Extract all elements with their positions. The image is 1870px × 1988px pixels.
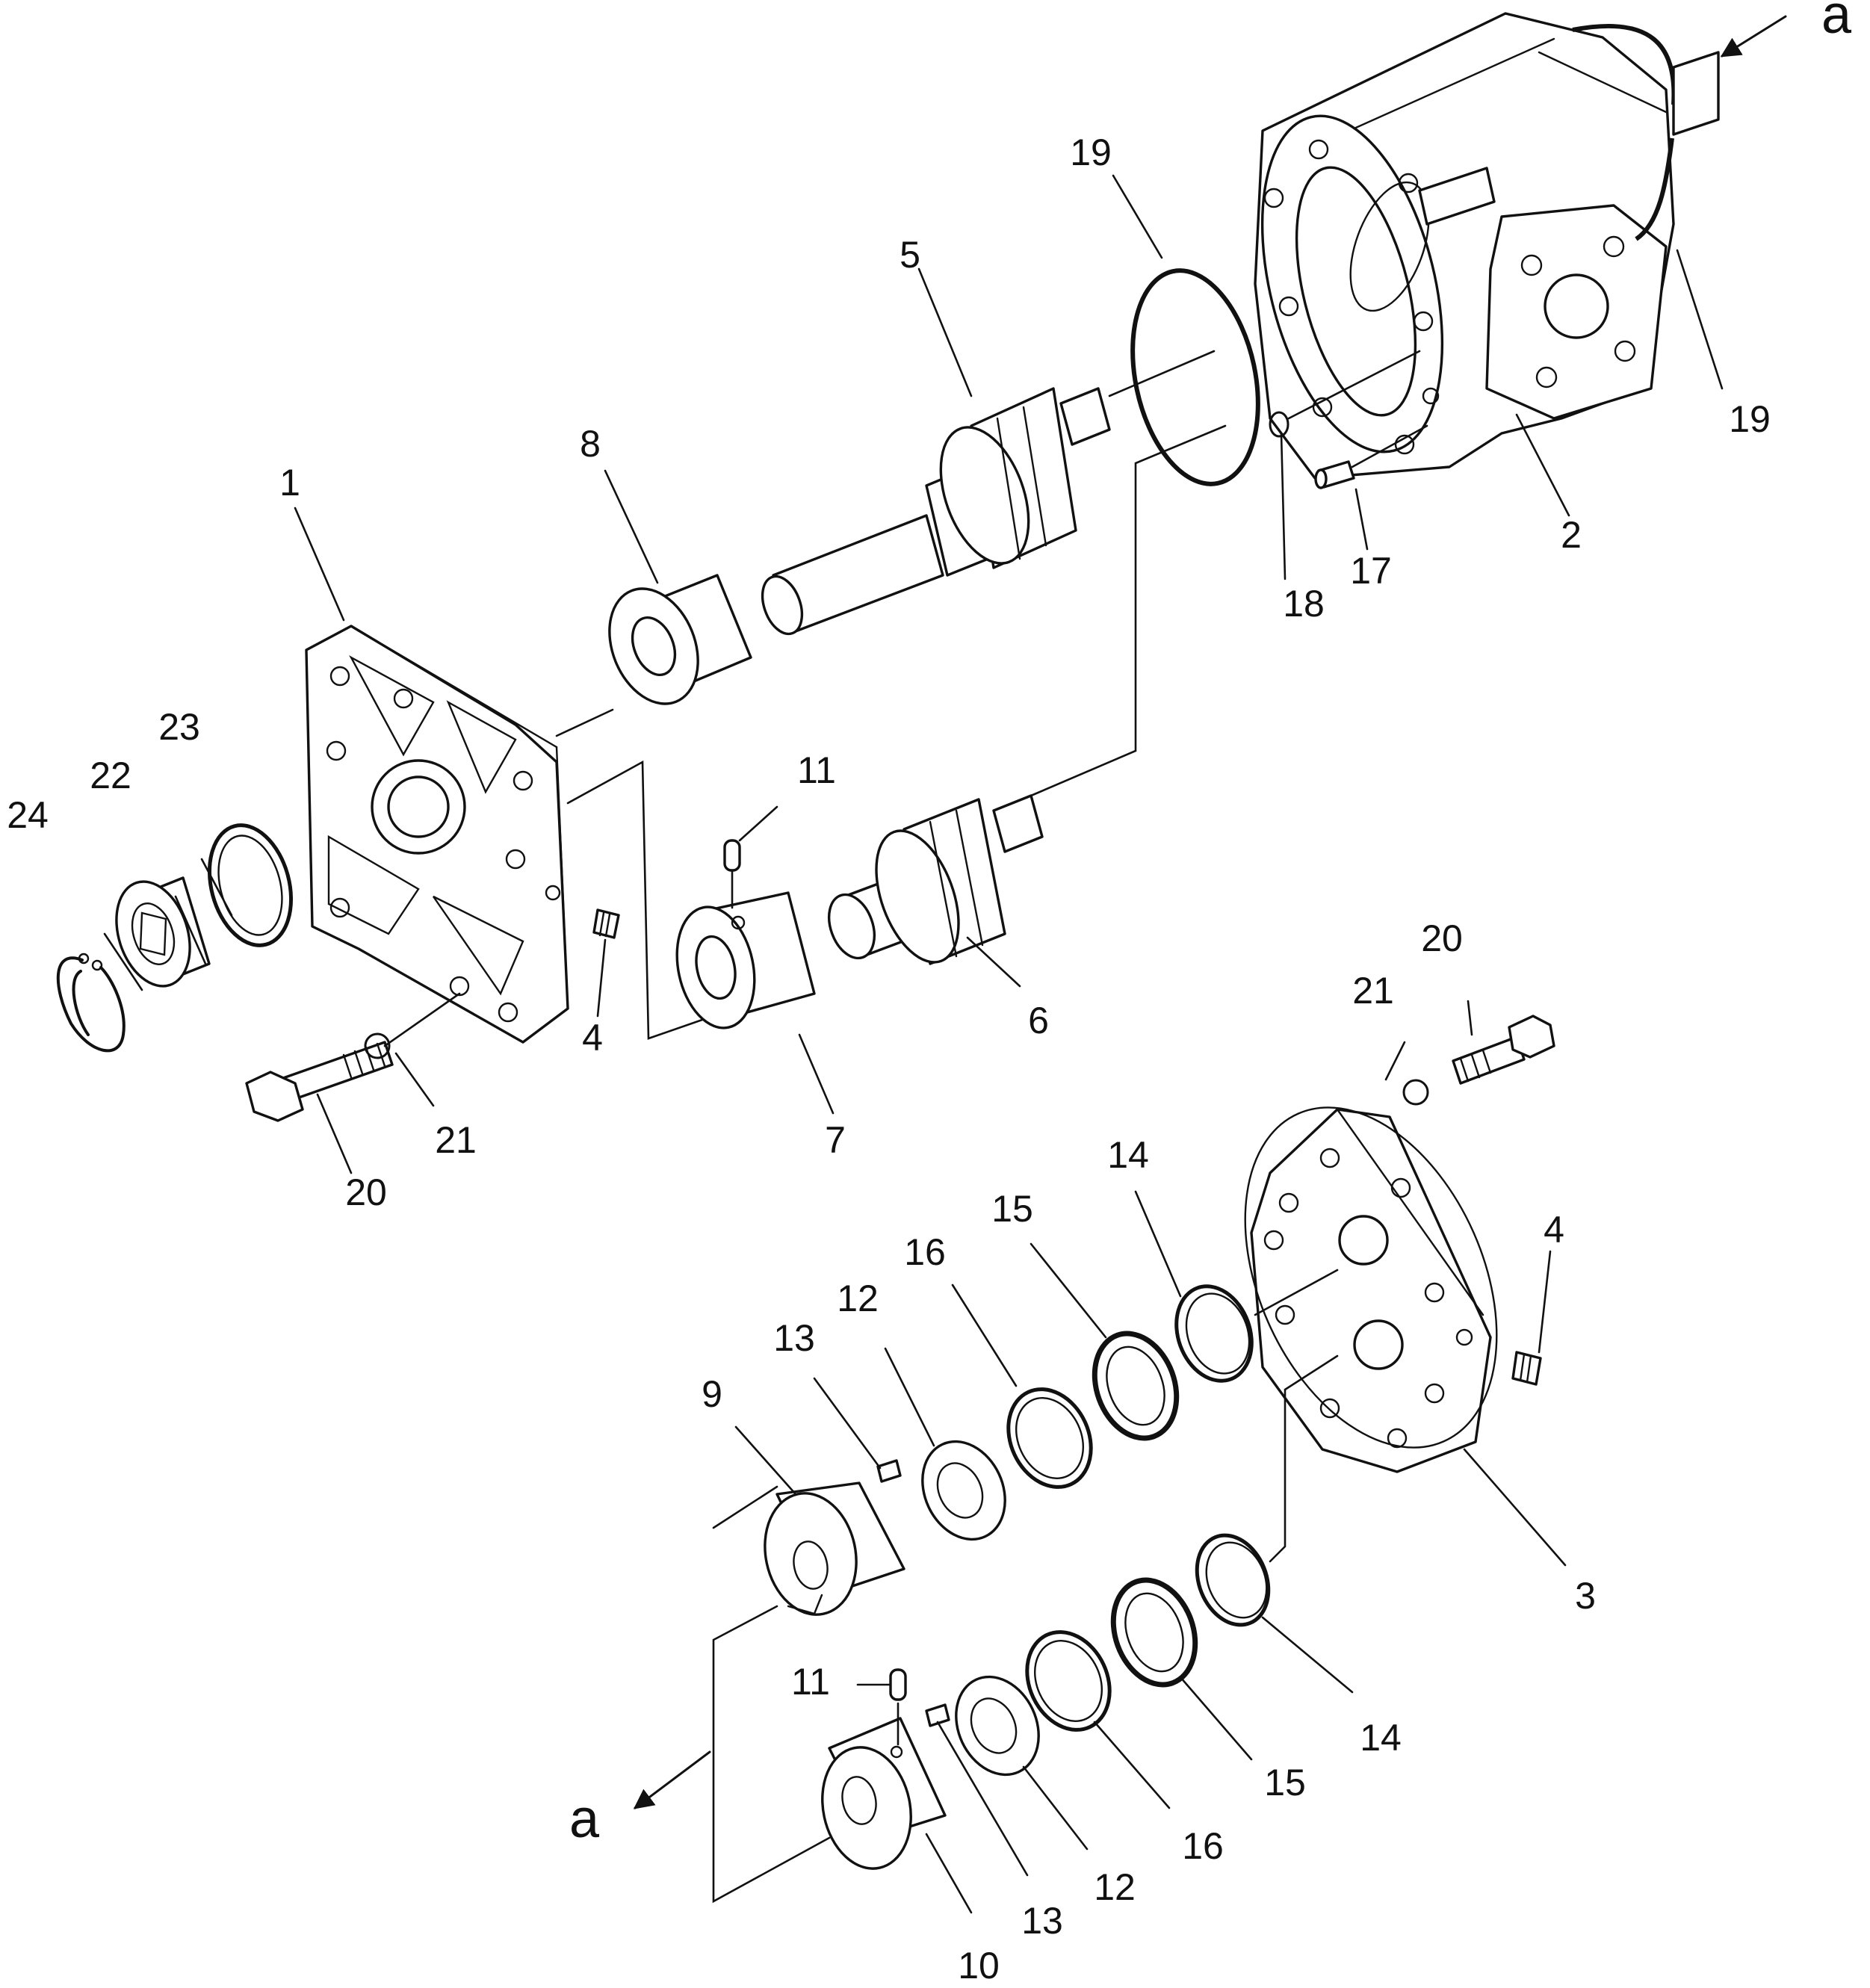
leader-lines bbox=[103, 174, 1724, 1914]
callout-13-upper: 13 bbox=[773, 1317, 815, 1359]
callout-12-upper: 12 bbox=[837, 1278, 879, 1319]
part-1-front-cover bbox=[305, 625, 569, 1044]
callout-7: 7 bbox=[825, 1119, 846, 1161]
callout-11-upper: 11 bbox=[797, 749, 836, 791]
callout-15-lower: 15 bbox=[1264, 1762, 1306, 1803]
callout-18: 18 bbox=[1283, 583, 1325, 625]
callout-5: 5 bbox=[900, 234, 920, 276]
part-14-backup-ring-lower bbox=[1195, 1533, 1271, 1627]
connection-ref-a-bottom: a bbox=[569, 1789, 600, 1849]
part-15-seal-upper bbox=[1092, 1331, 1180, 1441]
callout-9: 9 bbox=[702, 1373, 722, 1415]
callout-23: 23 bbox=[158, 706, 200, 748]
part-19-o-ring-front bbox=[1130, 268, 1260, 486]
connection-arrow-bottom bbox=[633, 1750, 711, 1809]
part-24-snap-ring bbox=[56, 953, 126, 1053]
part-9-bushing bbox=[764, 1481, 905, 1616]
callout-11-lower: 11 bbox=[791, 1661, 830, 1703]
callout-1: 1 bbox=[279, 462, 300, 504]
callout-8: 8 bbox=[580, 423, 601, 465]
callout-22: 22 bbox=[90, 755, 131, 796]
callout-20-rear: 20 bbox=[1421, 917, 1463, 959]
callout-16-upper: 16 bbox=[904, 1231, 946, 1273]
part-4-plug-rear bbox=[1511, 1351, 1542, 1386]
connection-ref-a-top: a bbox=[1821, 0, 1852, 45]
part-21-washer-rear bbox=[1402, 1079, 1429, 1106]
callout-19-rear: 19 bbox=[1729, 398, 1771, 440]
part-14-backup-ring-upper bbox=[1174, 1284, 1254, 1383]
part-16-gasket-lower bbox=[1025, 1630, 1112, 1732]
callout-3: 3 bbox=[1575, 1575, 1596, 1617]
part-17-dowel bbox=[1314, 460, 1355, 489]
callout-14-lower: 14 bbox=[1360, 1717, 1402, 1759]
part-3-rear-cover bbox=[1244, 1106, 1498, 1473]
part-22-bearing bbox=[115, 876, 211, 988]
part-7-bushing bbox=[675, 891, 816, 1029]
part-11-pin-upper bbox=[723, 839, 741, 872]
part-5-drive-gear-shaft bbox=[761, 387, 1111, 636]
callout-2: 2 bbox=[1561, 514, 1582, 556]
callout-14-upper: 14 bbox=[1107, 1134, 1149, 1176]
part-12-plate-lower bbox=[955, 1675, 1040, 1777]
part-2-pump-body bbox=[1254, 12, 1675, 480]
part-15-seal-lower bbox=[1110, 1577, 1198, 1688]
callout-20-front: 20 bbox=[345, 1171, 387, 1213]
callout-10: 10 bbox=[958, 1945, 1000, 1987]
callout-12-lower: 12 bbox=[1094, 1866, 1136, 1908]
part-12-plate-upper bbox=[921, 1440, 1006, 1541]
shaft-stub-rear bbox=[1672, 51, 1720, 136]
part-13-pin-lower bbox=[925, 1703, 950, 1727]
callout-4-front: 4 bbox=[582, 1017, 603, 1059]
part-16-gasket-upper bbox=[1006, 1387, 1093, 1489]
part-20-bolt-rear bbox=[1452, 1015, 1555, 1085]
part-21-washer-front bbox=[364, 1032, 391, 1059]
callout-19-front: 19 bbox=[1070, 131, 1112, 173]
part-10-bushing bbox=[821, 1717, 947, 1870]
callout-15-upper: 15 bbox=[991, 1188, 1033, 1230]
callout-labels: 1 2 3 4 4 5 6 7 8 9 10 11 11 12 12 13 13… bbox=[7, 0, 1852, 1987]
connection-arrow-top bbox=[1720, 15, 1787, 58]
callout-17: 17 bbox=[1350, 550, 1392, 592]
part-11-pin-lower bbox=[889, 1668, 907, 1701]
callout-6: 6 bbox=[1028, 1000, 1049, 1041]
part-8-bushing bbox=[608, 574, 752, 705]
part-23-oil-seal bbox=[207, 823, 294, 947]
callout-21-rear: 21 bbox=[1352, 970, 1394, 1012]
callout-13-lower: 13 bbox=[1021, 1900, 1063, 1942]
part-20-bolt-front bbox=[245, 1041, 394, 1122]
callout-16-lower: 16 bbox=[1182, 1825, 1224, 1867]
part-6-driven-gear bbox=[827, 794, 1044, 965]
callout-24: 24 bbox=[7, 794, 49, 836]
part-4-plug-front bbox=[592, 908, 620, 939]
part-18-small-o-ring bbox=[1269, 411, 1290, 438]
callout-4-rear: 4 bbox=[1544, 1209, 1564, 1251]
part-13-pin-upper bbox=[876, 1459, 902, 1483]
callout-21-front: 21 bbox=[435, 1119, 477, 1161]
